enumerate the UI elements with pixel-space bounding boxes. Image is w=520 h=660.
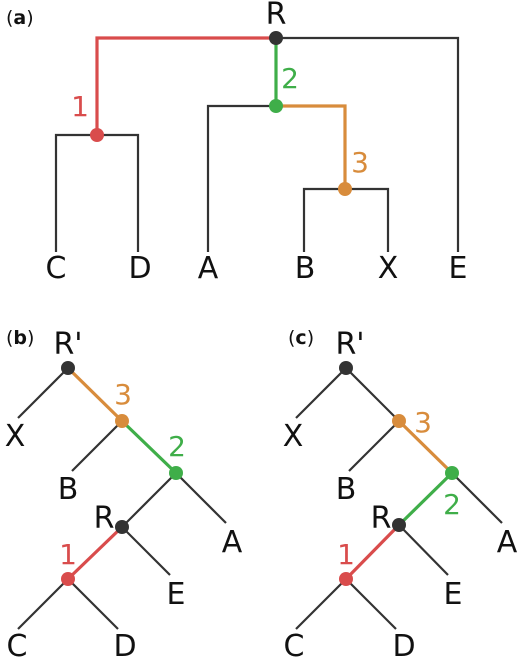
node-event-3 xyxy=(115,414,129,428)
leaf-b: B xyxy=(336,472,357,507)
edge-r-to-e xyxy=(121,526,171,576)
root-label: R xyxy=(266,0,287,32)
leaf-d: D xyxy=(113,629,136,660)
panel-a-label: (a) xyxy=(6,7,34,29)
leaf-x: X xyxy=(283,419,304,454)
node-event-1 xyxy=(90,128,104,142)
leaf-b: B xyxy=(58,472,79,507)
event-1-label: 1 xyxy=(71,90,89,123)
leaf-c: C xyxy=(284,629,305,660)
event-3-label: 3 xyxy=(414,406,432,439)
event-1-label: 1 xyxy=(59,538,77,571)
event-2-label: 2 xyxy=(443,488,461,521)
edge-node2-to-r xyxy=(121,472,177,528)
edge-node2-to-a xyxy=(206,104,276,252)
node-event-3 xyxy=(392,414,406,428)
edge-node1-to-d xyxy=(67,578,119,630)
leaf-a: A xyxy=(222,525,243,560)
panel-b-label: (b) xyxy=(6,327,34,349)
node-r xyxy=(115,520,129,534)
edge-root-to-e xyxy=(276,36,460,252)
leaf-c: C xyxy=(7,629,28,660)
edge-node2-to-a xyxy=(175,472,227,524)
leaf-x: X xyxy=(5,419,26,454)
event-3-label: 3 xyxy=(114,378,132,411)
node-event-2 xyxy=(445,466,459,480)
node-event-2 xyxy=(269,99,283,113)
panel-b-gray-edges xyxy=(17,367,227,630)
node-rprime xyxy=(61,361,75,375)
edge-rprime-to-node3 xyxy=(345,367,400,422)
edge-r-to-node1 xyxy=(344,523,401,581)
leaf-e: E xyxy=(167,577,186,612)
edge-rprime-to-node3 xyxy=(66,366,124,423)
edge-node2-to-r xyxy=(397,471,454,527)
node-event-1 xyxy=(339,572,353,586)
node-rprime xyxy=(339,361,353,375)
leaf-e: E xyxy=(449,251,468,286)
event-2-label: 2 xyxy=(168,430,186,463)
node-event-3 xyxy=(338,182,352,196)
edge-node3-to-node2 xyxy=(397,419,454,475)
panel-c-label: (c) xyxy=(288,327,314,349)
event-1-label: 1 xyxy=(337,538,355,571)
edge-node1-to-c xyxy=(54,133,97,252)
edge-node1-to-c xyxy=(17,578,69,630)
inner-root-label: R xyxy=(371,501,392,536)
event-2-label: 2 xyxy=(281,62,299,95)
edge-node3-to-x xyxy=(345,187,390,252)
edge-root-to-node1 xyxy=(95,36,276,135)
leaf-d: D xyxy=(128,251,151,286)
edge-r-to-node1 xyxy=(66,525,124,581)
node-event-2 xyxy=(169,466,183,480)
node-root xyxy=(269,31,283,45)
node-event-1 xyxy=(61,572,75,586)
root-prime-label: R' xyxy=(335,327,364,362)
panel-b: (b) R' R 3 2 1 X B A E C D xyxy=(5,327,243,660)
inner-root-label: R xyxy=(94,501,115,536)
edge-node3-to-b xyxy=(302,187,345,252)
panel-a-gray-edges xyxy=(54,36,460,252)
panel-c-gray-edges xyxy=(295,367,503,630)
edge-node2-to-node3 xyxy=(276,104,347,189)
leaf-a: A xyxy=(198,251,219,286)
edge-node3-to-node2 xyxy=(120,419,178,475)
leaf-x: X xyxy=(378,251,399,286)
panel-a: (a) R 1 2 3 C D A B X E xyxy=(6,0,467,286)
edge-rprime-to-x xyxy=(295,367,347,419)
panel-c: (c) R' R 3 2 1 X B A E C D xyxy=(283,327,518,660)
edge-node2-to-a xyxy=(451,472,503,524)
root-prime-label: R' xyxy=(53,327,82,362)
leaf-d: D xyxy=(392,629,415,660)
edge-r-to-e xyxy=(398,524,449,576)
leaf-c: C xyxy=(46,251,67,286)
edge-node1-to-d xyxy=(345,578,397,630)
event-3-label: 3 xyxy=(351,146,369,179)
leaf-e: E xyxy=(444,577,463,612)
edge-node1-to-d xyxy=(97,133,140,252)
edge-rprime-to-x xyxy=(17,367,69,419)
edge-node3-to-b xyxy=(348,420,400,472)
leaf-b: B xyxy=(295,251,316,286)
edge-node3-to-b xyxy=(71,420,123,472)
edge-node1-to-c xyxy=(295,578,347,630)
leaf-a: A xyxy=(497,525,518,560)
node-r xyxy=(392,518,406,532)
